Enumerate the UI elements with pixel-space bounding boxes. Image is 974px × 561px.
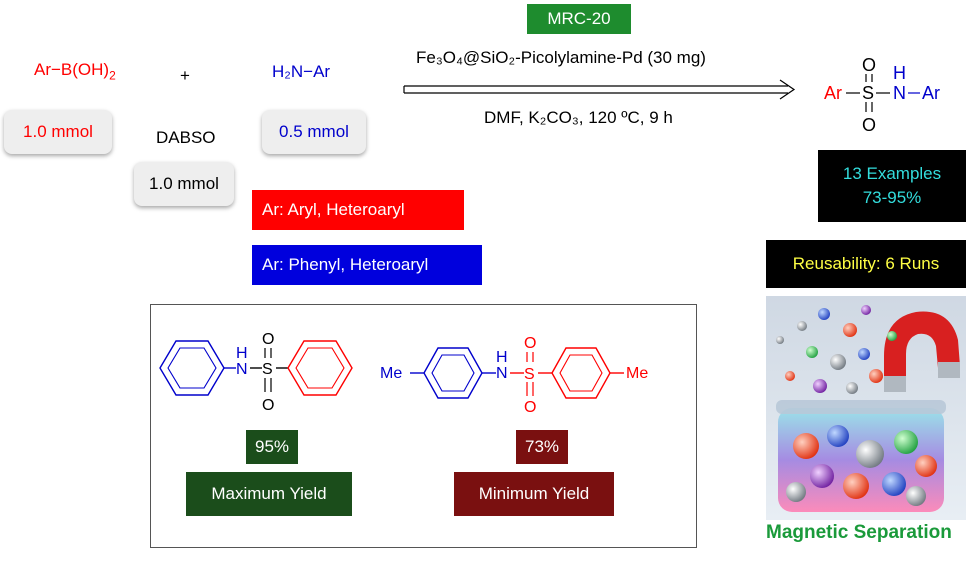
yield-comparison-frame bbox=[150, 304, 697, 548]
reactant-amine: H₂N−Ar bbox=[272, 62, 331, 81]
product-nitrogen: N bbox=[893, 83, 906, 103]
max-yield-structure: H N S O O bbox=[159, 331, 353, 414]
reagent-label-box: MRC-20 bbox=[527, 4, 631, 34]
reactant2-amount-chip: 0.5 mmol bbox=[262, 110, 366, 154]
struct2-oxygen-bottom: O bbox=[524, 399, 536, 416]
reactant1-subscript: 2 bbox=[109, 68, 116, 83]
struct1-oxygen-bottom: O bbox=[262, 397, 274, 414]
product-oxygen-top: O bbox=[862, 55, 876, 75]
reactant-boronic-acid: Ar−B(OH)2 bbox=[34, 60, 116, 82]
reusability-box: Reusability: 6 Runs bbox=[766, 240, 966, 288]
magnetic-separation-caption: Magnetic Separation bbox=[766, 522, 952, 543]
struct2-sulfur: S bbox=[524, 366, 535, 383]
min-yield-value: 73% bbox=[524, 437, 560, 456]
struct2-methyl-right: Me bbox=[626, 365, 648, 382]
reactant2-amount: 0.5 mmol bbox=[279, 122, 349, 141]
struct2-methyl-left: Me bbox=[380, 365, 402, 382]
product-ar-left: Ar bbox=[824, 83, 842, 103]
min-yield-value-box: 73% bbox=[516, 430, 568, 464]
struct2-oxygen-top: O bbox=[524, 335, 536, 352]
max-yield-label: Maximum Yield bbox=[211, 484, 327, 503]
reaction-arrow bbox=[403, 79, 796, 100]
min-yield-label: Minimum Yield bbox=[478, 484, 590, 503]
plus-sign: + bbox=[180, 66, 190, 85]
min-yield-structure: Me H N S O O Me bbox=[380, 335, 648, 416]
reactant1-formula: Ar−B(OH) bbox=[34, 60, 110, 79]
examples-range: 73-95% bbox=[862, 188, 922, 207]
examples-count: 13 Examples bbox=[842, 164, 942, 183]
struct1-sulfur: S bbox=[262, 361, 273, 378]
min-yield-label-box: Minimum Yield bbox=[454, 472, 614, 516]
max-yield-value: 95% bbox=[254, 437, 290, 456]
max-yield-label-box: Maximum Yield bbox=[186, 472, 352, 516]
struct1-oxygen-top: O bbox=[262, 331, 274, 348]
examples-box: 13 Examples 73-95% bbox=[818, 150, 966, 222]
dabso-amount: 1.0 mmol bbox=[149, 174, 219, 193]
product-ar-right: Ar bbox=[922, 83, 940, 103]
dabso-amount-chip: 1.0 mmol bbox=[134, 162, 234, 206]
ar-definition-phenyl-text: Ar: Phenyl, Heteroaryl bbox=[262, 255, 429, 274]
reusability-text: Reusability: 6 Runs bbox=[792, 254, 940, 273]
ar-definition-aryl: Ar: Aryl, Heteroaryl bbox=[252, 190, 464, 230]
conditions-text: DMF, K₂CO₃, 120 ºC, 9 h bbox=[484, 108, 673, 127]
product-structure: Ar S O O H N Ar bbox=[824, 55, 940, 135]
magnetic-separation-illustration bbox=[766, 296, 966, 520]
ar-definition-aryl-text: Ar: Aryl, Heteroaryl bbox=[262, 200, 405, 219]
dabso-label: DABSO bbox=[156, 128, 216, 147]
reactant1-amount: 1.0 mmol bbox=[23, 122, 93, 141]
max-yield-value-box: 95% bbox=[246, 430, 298, 464]
product-sulfur: S bbox=[862, 83, 874, 103]
struct1-hydrogen: H bbox=[236, 345, 248, 362]
catalyst-text: Fe₃O₄@SiO₂-Picolylamine-Pd (30 mg) bbox=[416, 48, 706, 67]
product-hydrogen: H bbox=[893, 63, 906, 83]
product-oxygen-bottom: O bbox=[862, 115, 876, 135]
struct2-nitrogen: N bbox=[496, 365, 508, 382]
struct2-hydrogen: H bbox=[496, 349, 508, 366]
struct1-nitrogen: N bbox=[236, 361, 248, 378]
reactant1-amount-chip: 1.0 mmol bbox=[4, 110, 112, 154]
ar-definition-phenyl: Ar: Phenyl, Heteroaryl bbox=[252, 245, 482, 285]
reagent-label: MRC-20 bbox=[547, 9, 611, 28]
